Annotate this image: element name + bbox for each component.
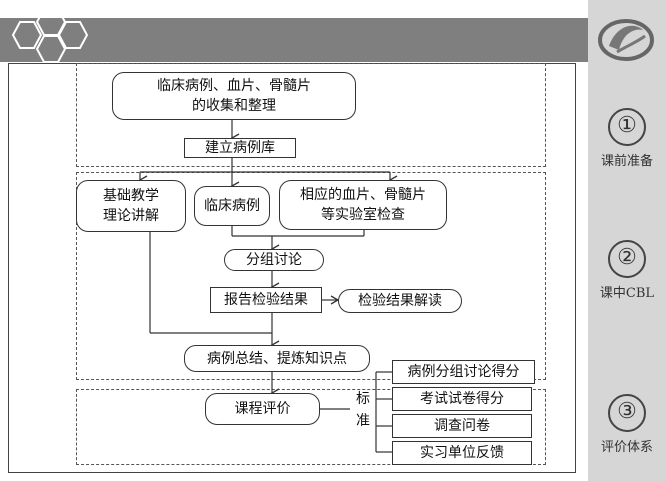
node-theory-lecture: 基础教学 理论讲解 xyxy=(76,180,186,232)
phase-number: ① xyxy=(608,108,646,146)
node-lab-tests: 相应的血片、骨髓片 等实验室检查 xyxy=(279,180,447,230)
phase-pre-class: ① 课前准备 xyxy=(588,108,666,169)
section-pre-class xyxy=(76,63,546,167)
section-evaluation xyxy=(76,389,546,465)
hexagon-icon xyxy=(11,8,89,63)
criterion-exam-score: 考试试卷得分 xyxy=(392,387,532,411)
node-group-discussion: 分组讨论 xyxy=(224,249,324,271)
node-clinical-cases: 临床病例 xyxy=(194,186,270,226)
standard-label: 标 准 xyxy=(356,391,370,429)
logo-icon xyxy=(598,19,654,61)
phase-number: ② xyxy=(608,240,646,278)
phase-evaluation: ③ 评价体系 xyxy=(588,394,666,455)
phase-label: 课中CBL xyxy=(599,286,655,301)
node-build-library: 建立病例库 xyxy=(184,138,296,158)
phase-in-class: ② 课中CBL xyxy=(588,240,666,301)
phase-number: ③ xyxy=(608,394,646,432)
criterion-survey: 调查问卷 xyxy=(392,414,532,438)
node-interpret-results: 检验结果解读 xyxy=(338,289,462,313)
phase-label: 课前准备 xyxy=(600,154,653,169)
criterion-discussion-score: 病例分组讨论得分 xyxy=(392,360,535,384)
header-banner xyxy=(0,18,588,62)
node-course-evaluation: 课程评价 xyxy=(205,393,320,425)
node-report-results: 报告检验结果 xyxy=(210,287,322,313)
criterion-internship-feedback: 实习单位反馈 xyxy=(392,441,532,465)
node-case-summary: 病例总结、提炼知识点 xyxy=(184,345,370,372)
node-collect-cases: 临床病例、血片、骨髓片 的收集和整理 xyxy=(112,72,356,120)
phase-label: 评价体系 xyxy=(600,440,653,455)
